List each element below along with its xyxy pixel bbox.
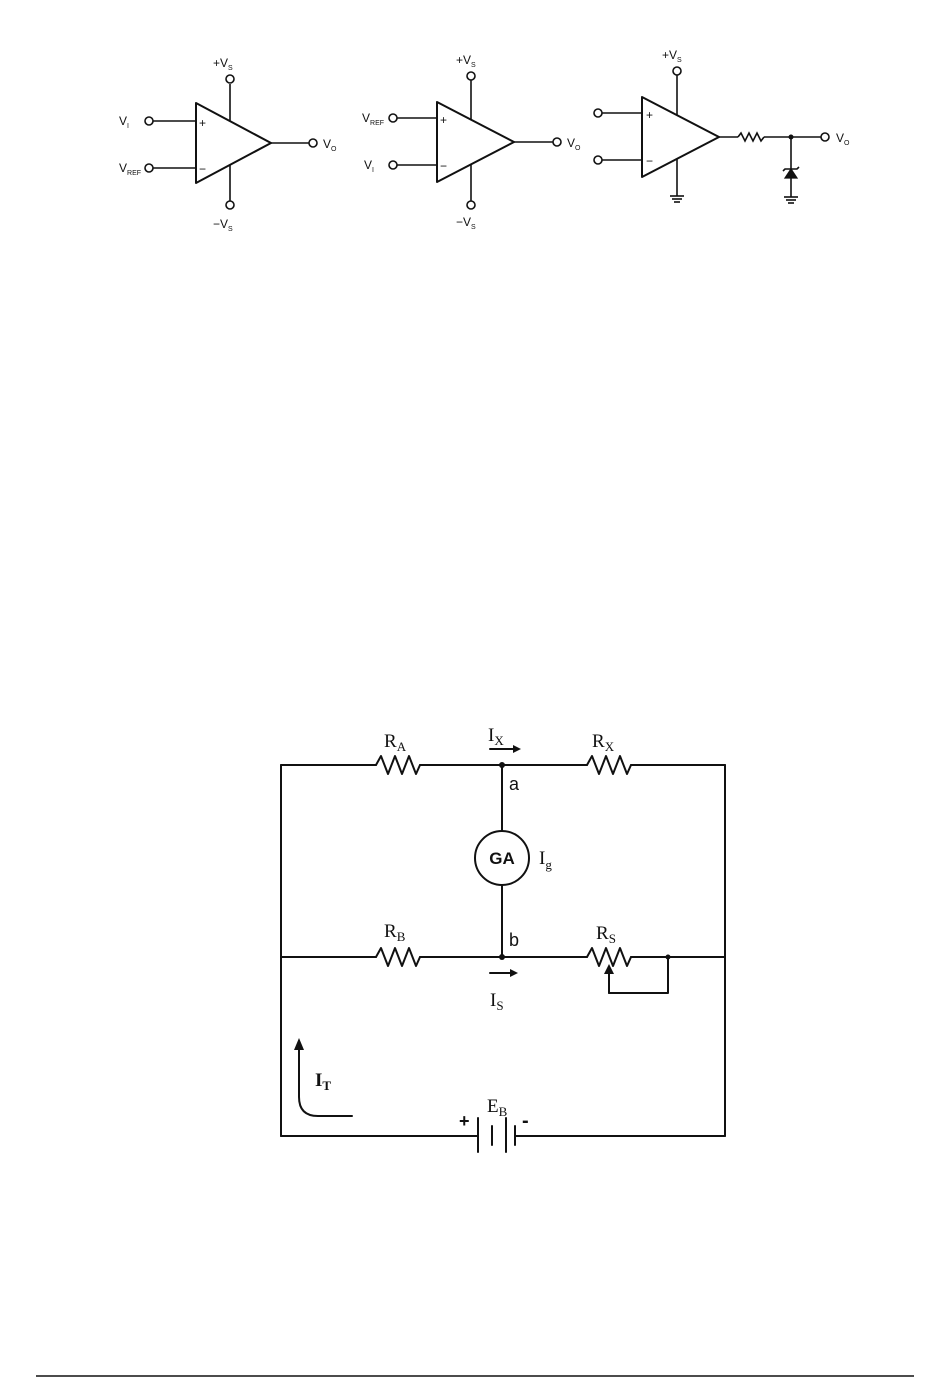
variable-resistor-rs (587, 948, 631, 966)
rheostat-loop (609, 957, 668, 993)
label-it: IT (315, 1070, 331, 1093)
output-label: VO (836, 131, 850, 147)
supply-pos-label: +VS (456, 53, 476, 69)
terminal (467, 201, 475, 209)
it-arrow-icon (294, 1038, 352, 1116)
supply-neg-label: −VS (456, 215, 476, 231)
opamp-circuit-1: + − +VS −VS VI VREF VO (119, 56, 337, 233)
node-a-dot (499, 762, 505, 768)
minus-sign: − (646, 154, 653, 168)
label-eb: EB (487, 1096, 508, 1119)
supply-pos-label: +VS (662, 48, 682, 64)
label-ix: IX (488, 725, 504, 748)
label-rs: RS (596, 923, 616, 946)
terminal (467, 72, 475, 80)
terminal (389, 114, 397, 122)
resistor-ra (376, 756, 420, 774)
zener-diode-icon (783, 167, 799, 178)
terminal (673, 67, 681, 75)
terminal (226, 75, 234, 83)
terminal (594, 109, 602, 117)
resistor-rb (376, 948, 420, 966)
terminal (821, 133, 829, 141)
terminal (553, 138, 561, 146)
junction-dot (666, 955, 671, 960)
label-rb: RB (384, 921, 406, 944)
node-b-label: b (509, 930, 519, 950)
node-b-dot (499, 954, 505, 960)
node-a-label: a (509, 774, 520, 794)
plus-sign: + (440, 113, 447, 127)
ground-icon (670, 196, 684, 202)
terminal (389, 161, 397, 169)
battery-icon (478, 1118, 515, 1152)
supply-neg-label: −VS (213, 217, 233, 233)
label-is: IS (490, 990, 504, 1013)
label-rx: RX (592, 731, 615, 754)
plus-sign: + (646, 108, 653, 122)
opamp-circuit-3: + − +VS VO (594, 48, 850, 203)
label-ra: RA (384, 731, 407, 754)
opamp-triangle (642, 97, 719, 177)
output-label: VO (323, 137, 337, 153)
opamp-triangle (196, 103, 271, 183)
minus-sign: − (440, 159, 447, 173)
ground-icon (784, 197, 798, 203)
label-ig: Ig (539, 848, 552, 872)
opamp-triangle (437, 102, 514, 182)
terminal (226, 201, 234, 209)
input-label-vi: VI (364, 158, 374, 174)
is-arrow-icon (490, 969, 518, 977)
minus-sign: − (199, 162, 206, 176)
wheatstone-bridge: RA RX RB RS IX IS Ig IT EB GA a b + - (281, 725, 725, 1152)
resistor-icon (738, 133, 764, 141)
input-label-vref: VREF (362, 111, 384, 127)
terminal (594, 156, 602, 164)
galvanometer-label: GA (489, 849, 515, 868)
output-label: VO (567, 136, 581, 152)
resistor-rx (587, 756, 631, 774)
terminal (145, 117, 153, 125)
battery-minus-label: - (522, 1110, 529, 1132)
input-label-vref: VREF (119, 161, 141, 177)
opamp-circuit-2: + − +VS −VS VREF VI VO (362, 53, 581, 231)
terminal (145, 164, 153, 172)
supply-pos-label: +VS (213, 56, 233, 72)
input-label-vi: VI (119, 114, 129, 130)
plus-sign: + (199, 116, 206, 130)
battery-plus-label: + (459, 1111, 470, 1131)
terminal (309, 139, 317, 147)
